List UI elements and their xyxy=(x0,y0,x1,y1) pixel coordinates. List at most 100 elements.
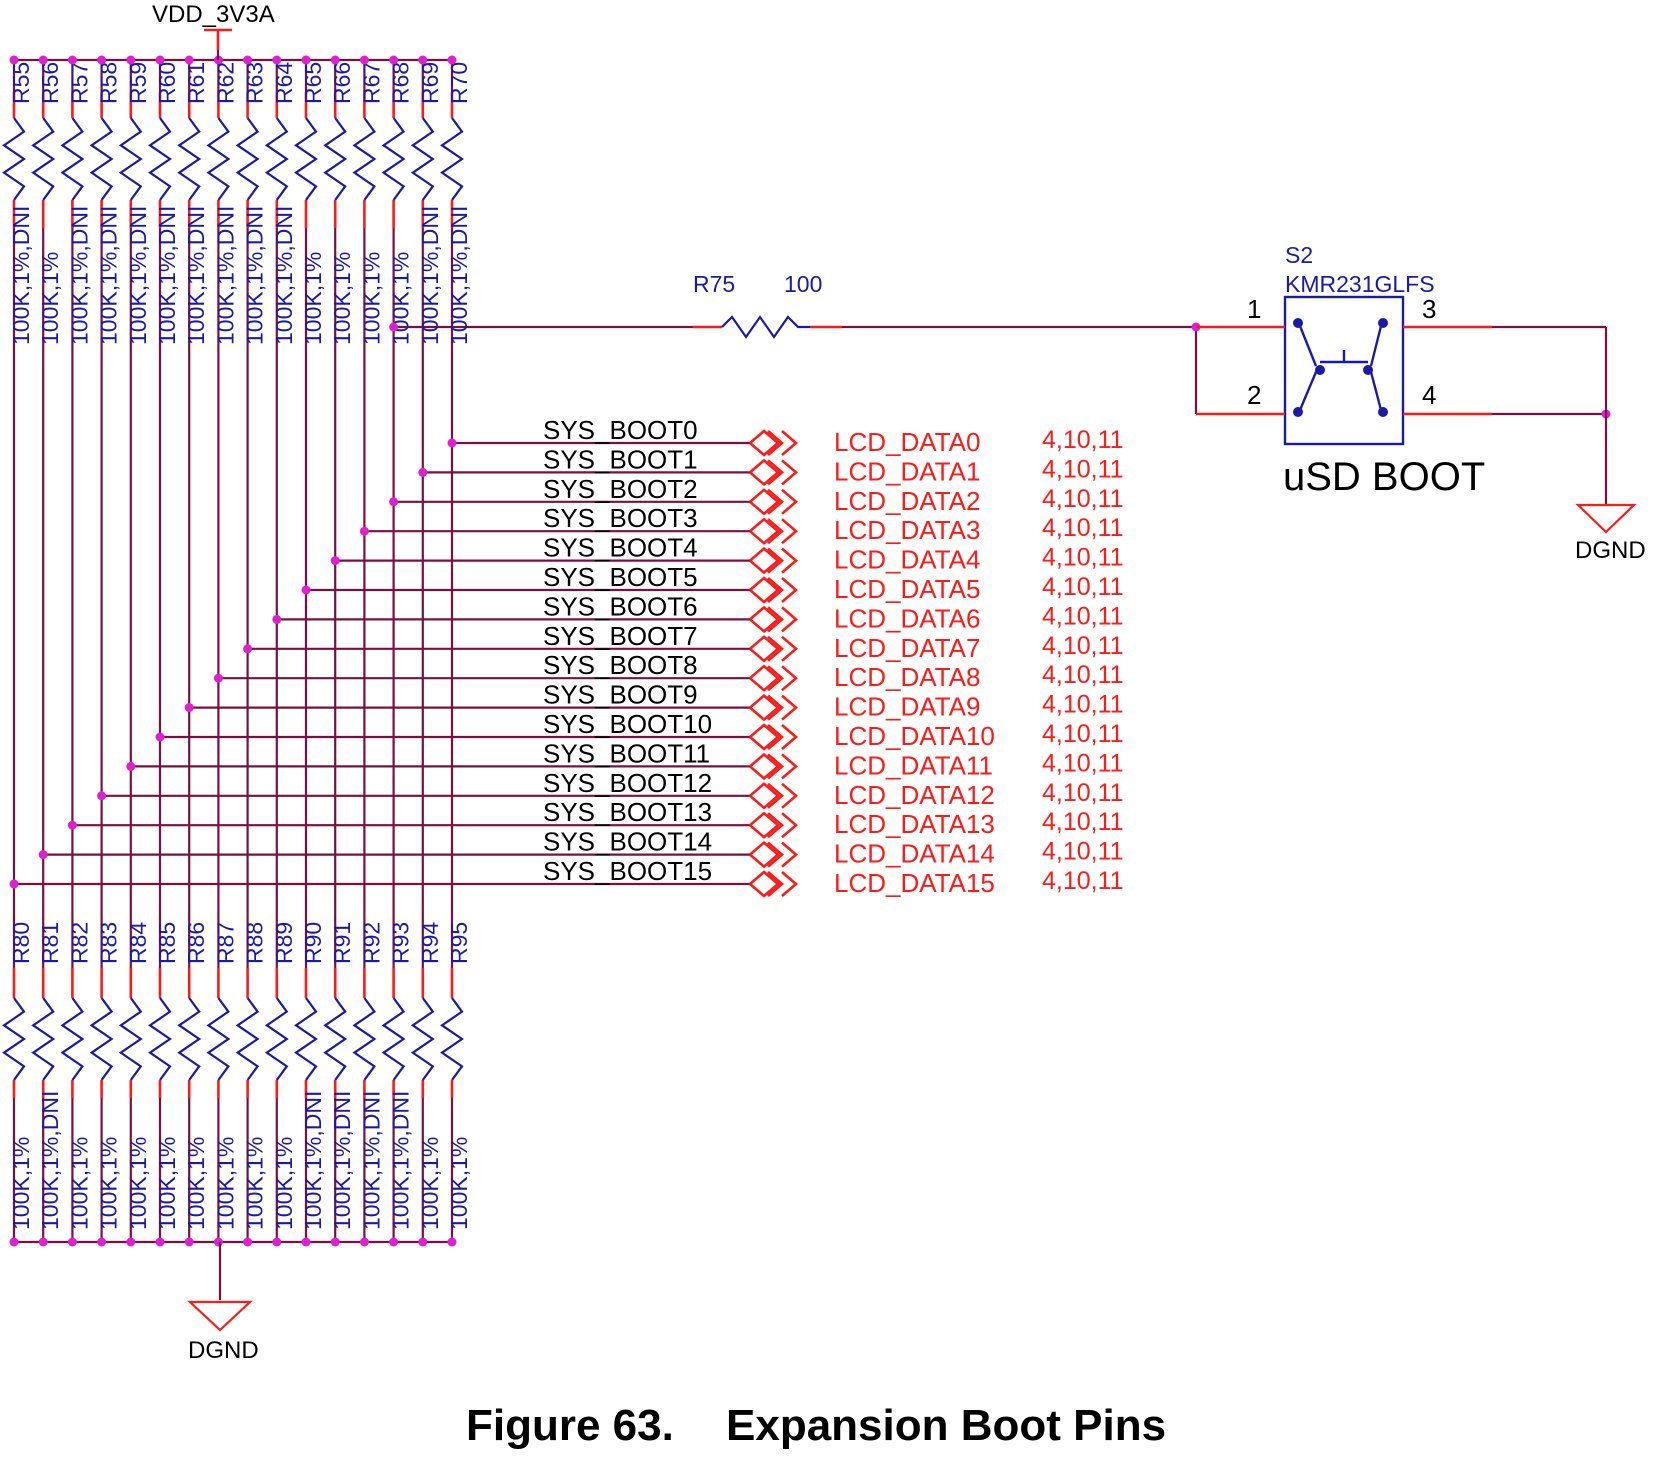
pullup-resistor-body xyxy=(148,117,172,201)
offpage-connector-chevron xyxy=(767,665,784,692)
page-ref-label: 4,10,11 xyxy=(1042,749,1124,777)
pullup-value-label: 100K,1%,DNI xyxy=(212,206,238,345)
sys-boot-label: SYS_BOOT11 xyxy=(543,738,710,768)
pulldown-ref-label: R85 xyxy=(154,922,180,964)
pullup-ref-label: R63 xyxy=(242,62,268,104)
dgnd-junction-dot xyxy=(243,1237,253,1247)
offpage-connector-chevron xyxy=(767,459,784,486)
pulldown-value-label: 100K,1% xyxy=(183,1137,209,1230)
switch-label: uSD BOOT xyxy=(1283,455,1485,499)
offpage-connector-chevron xyxy=(781,724,798,750)
pullup-resistor-body xyxy=(381,117,406,201)
offpage-connector-chevron xyxy=(767,635,784,662)
pullup-value-label: 100K,1%,DNI xyxy=(66,206,92,345)
pulldown-value-label: 100K,1% xyxy=(154,1137,180,1230)
sys-boot-label: SYS_BOOT4 xyxy=(543,533,698,563)
page-ref-label: 4,10,11 xyxy=(1042,632,1124,660)
pulldown-resistor-body xyxy=(381,997,406,1081)
offpage-connector xyxy=(749,723,780,751)
net-junction-dot xyxy=(9,879,19,889)
offpage-connector xyxy=(749,664,780,692)
series-resistor-r75: R75 100 xyxy=(693,271,842,339)
offpage-connector-chevron xyxy=(767,694,784,721)
offpage-connector-chevron xyxy=(767,812,784,839)
pullup-value-label: 100K,1%,DNI xyxy=(417,206,443,345)
offpage-connector-chevron xyxy=(781,547,798,574)
switch-ref: S2 xyxy=(1285,242,1313,268)
pulldown-ref-label: R88 xyxy=(242,922,268,964)
pullup-value-label: 100K,1% xyxy=(388,252,414,345)
pullup-ref-label: R60 xyxy=(154,62,180,104)
offpage-connector-chevron xyxy=(781,577,798,603)
figure-number: Figure 63. xyxy=(466,1401,674,1450)
vdd-junction-dot xyxy=(447,55,457,65)
pulldown-value-label: 100K,1%,DNI xyxy=(37,1091,63,1230)
offpage-connector xyxy=(749,870,780,898)
offpage-connector-chevron xyxy=(781,694,798,721)
page-ref-label: 4,10,11 xyxy=(1042,808,1124,836)
switch-part: KMR231GLFS xyxy=(1285,271,1435,297)
pulldown-ref-label: R80 xyxy=(8,922,34,964)
net-junction-dot xyxy=(184,703,194,713)
pullup-resistor-body xyxy=(410,117,435,201)
page-ref-label: 4,10,11 xyxy=(1042,602,1124,630)
vdd-junction-dot xyxy=(9,55,19,65)
page-ref-label: 4,10,11 xyxy=(1042,720,1124,748)
pulldown-ref-label: R95 xyxy=(446,922,472,964)
page-ref-label: 4,10,11 xyxy=(1042,514,1124,542)
pullup-resistor-body xyxy=(352,117,377,201)
offpage-connector xyxy=(749,811,780,839)
pullup-value-label: 100K,1% xyxy=(358,252,384,345)
vdd-label: VDD_3V3A xyxy=(152,1,275,28)
net-junction-dot xyxy=(126,761,136,771)
dgnd-right-symbol: DGND xyxy=(1575,327,1646,564)
pulldown-ref-label: R90 xyxy=(300,922,326,964)
pulldown-resistor-body xyxy=(89,997,114,1081)
pullup-ref-label: R64 xyxy=(271,62,297,104)
vdd-junction-dot xyxy=(272,55,282,65)
pulldown-resistor-body xyxy=(60,997,85,1081)
net-junction-dot xyxy=(418,467,428,477)
pullup-resistor-body xyxy=(440,117,464,201)
dgnd-junction-dot xyxy=(155,1237,165,1247)
offpage-connector-chevron xyxy=(767,488,784,515)
offpage-connector-chevron xyxy=(781,665,798,692)
vdd-junction-dot xyxy=(418,55,428,65)
lcd-data-label: LCD_DATA11 xyxy=(834,750,993,780)
offpage-connector xyxy=(749,517,780,545)
sys-boot-label: SYS_BOOT12 xyxy=(543,768,712,798)
offpage-connector-chevron xyxy=(781,518,798,545)
offpage-connector-chevron xyxy=(781,488,798,515)
dgnd-junction-dot xyxy=(301,1237,311,1247)
lcd-data-label: LCD_DATA12 xyxy=(834,780,995,810)
vdd-junction-dot xyxy=(155,55,165,65)
offpage-connector-chevron xyxy=(767,782,784,809)
vdd-junction-dot xyxy=(184,55,194,65)
lcd-data-label: LCD_DATA9 xyxy=(834,692,980,722)
offpage-connector-chevron xyxy=(767,518,784,545)
page-ref-label: 4,10,11 xyxy=(1042,779,1124,807)
lcd-data-label: LCD_DATA15 xyxy=(834,868,995,898)
sys-boot-label: SYS_BOOT13 xyxy=(543,797,712,827)
pullup-value-label: 100K,1% xyxy=(329,252,355,345)
offpage-connector xyxy=(749,458,780,487)
offpage-connector xyxy=(749,752,780,781)
pulldown-ref-label: R82 xyxy=(66,922,92,964)
pulldown-value-label: 100K,1% xyxy=(8,1137,34,1230)
pulldown-value-label: 100K,1%,DNI xyxy=(358,1091,384,1230)
vdd-junction-dot xyxy=(301,55,311,65)
junctions xyxy=(9,55,1611,1247)
dgnd-junction-dot xyxy=(213,1237,223,1247)
net-junction-dot xyxy=(38,850,48,860)
pullup-ref-label: R62 xyxy=(212,62,238,104)
pulldown-resistor-body xyxy=(294,997,318,1081)
offpage-connector-chevron xyxy=(781,812,798,839)
pullup-resistor-body xyxy=(235,117,260,201)
pulldown-resistor-body xyxy=(235,997,260,1081)
switch-s2: S2 KMR231GLFS 1 2 3 4 uSD BOOT xyxy=(1196,242,1492,499)
offpage-connector-chevron xyxy=(781,753,798,780)
pullup-ref-label: R67 xyxy=(358,62,384,104)
pullup-resistor-body xyxy=(264,117,289,201)
pullup-value-label: 100K,1%,DNI xyxy=(125,206,151,345)
pulldown-ref-label: R91 xyxy=(329,922,355,964)
